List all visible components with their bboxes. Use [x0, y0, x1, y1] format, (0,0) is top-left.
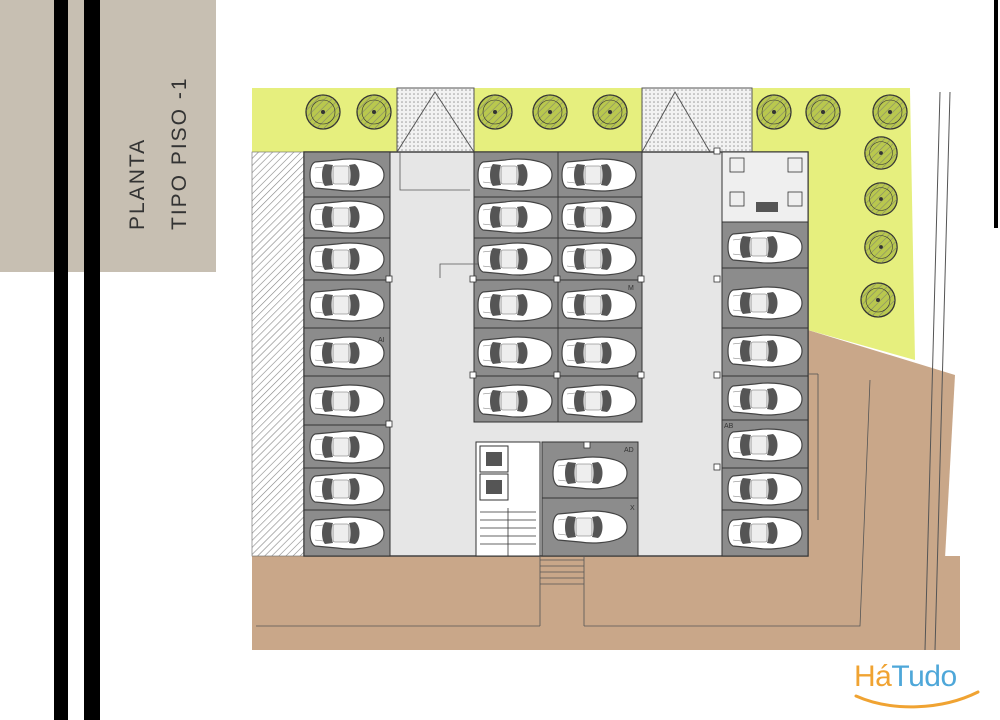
decorative-line-right: [994, 0, 998, 228]
decorative-bar-left: [54, 0, 68, 720]
spot-label-x: X: [630, 505, 635, 512]
logo-text: HáTudo: [854, 660, 957, 694]
plan-title-line1: PLANTA: [126, 138, 149, 230]
plan-title: PLANTA TIPO PISO -1: [114, 20, 194, 250]
spot-label-ad: AD: [624, 447, 634, 454]
logo-part-tudo: Tudo: [891, 660, 957, 693]
title-panel: PLANTA TIPO PISO -1: [0, 0, 216, 272]
decorative-bar-right: [84, 0, 100, 720]
logo-swoosh-icon: [854, 690, 980, 709]
spot-label-ai: AI: [378, 337, 385, 344]
hatudo-logo: HáTudo: [848, 656, 988, 712]
floor-plan: AI M AB AD X: [250, 86, 960, 654]
spot-label-ab: AB: [724, 423, 734, 430]
logo-part-ha: Há: [854, 660, 892, 693]
plan-title-line2: TIPO PISO -1: [168, 76, 191, 230]
spot-label-m: M: [628, 285, 634, 292]
